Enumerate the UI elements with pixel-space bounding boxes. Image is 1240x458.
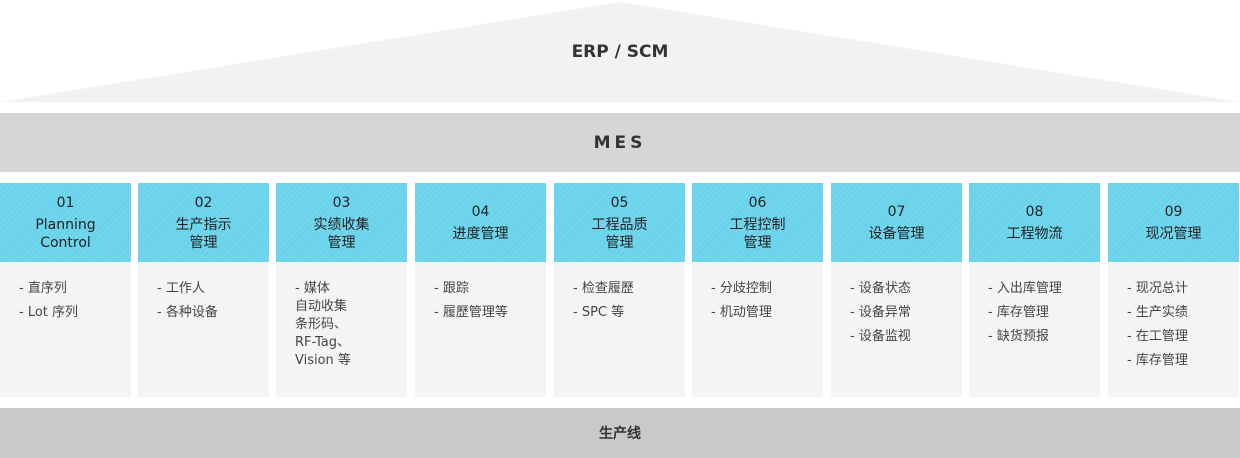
column-number: 02	[194, 194, 213, 211]
column-item-list: - 检查履歷 - SPC 等	[573, 277, 683, 325]
column-09: 09 现况管理 - 现况总计 - 生产实绩 - 在工管理 - 库存管理	[1108, 183, 1239, 397]
column-title: 进度管理	[452, 225, 509, 242]
list-item: - 检查履歷	[573, 281, 634, 296]
list-item: - 生产实绩	[1127, 305, 1188, 320]
column-number: 03	[332, 194, 351, 211]
column-header: 08 工程物流	[969, 183, 1100, 262]
column-07: 07 设备管理 - 设备状态 - 设备异常 - 设备监视	[831, 183, 962, 397]
column-02: 02 生产指示 管理 - 工作人 - 各种设备	[138, 183, 269, 397]
list-item: - SPC 等	[573, 305, 625, 320]
column-header: 05 工程品质 管理	[554, 183, 685, 262]
list-item: - 直序列	[19, 281, 67, 296]
column-item-list: - 跟踪 - 履歷管理等	[434, 277, 544, 325]
column-title: 现况管理	[1145, 225, 1202, 242]
list-item: - 跟踪	[434, 281, 469, 296]
column-item-list: - 直序列 - Lot 序列	[19, 277, 129, 325]
list-item: - Lot 序列	[19, 305, 79, 320]
list-item: - 机动管理	[711, 305, 772, 320]
mes-label: MES	[593, 132, 647, 153]
list-item: - 设备监视	[850, 329, 911, 344]
list-item: - 各种设备	[157, 305, 218, 320]
column-03: 03 实绩收集 管理 - 媒体 自动收集 条形码、 RF-Tag、 Vision…	[276, 183, 407, 397]
column-header: 01 Planning Control	[0, 183, 131, 262]
column-04: 04 进度管理 - 跟踪 - 履歷管理等	[415, 183, 546, 397]
list-item: - 分歧控制	[711, 281, 772, 296]
list-item: - 设备状态	[850, 281, 911, 296]
column-title: 工程品质 管理	[591, 216, 648, 251]
mes-bar: MES	[0, 113, 1240, 172]
list-item: - 入出库管理	[988, 281, 1062, 296]
list-item: - 媒体 自动收集 条形码、 RF-Tag、 Vision 等	[295, 281, 351, 368]
list-item: - 工作人	[157, 281, 205, 296]
column-title: 工程控制 管理	[729, 216, 786, 251]
column-number: 01	[56, 194, 75, 211]
column-item-list: - 设备状态 - 设备异常 - 设备监视	[850, 277, 960, 349]
column-05: 05 工程品质 管理 - 检查履歷 - SPC 等	[554, 183, 685, 397]
column-header: 06 工程控制 管理	[692, 183, 823, 262]
list-item: - 库存管理	[1127, 353, 1188, 368]
column-header: 02 生产指示 管理	[138, 183, 269, 262]
column-title: Planning Control	[35, 216, 96, 251]
function-columns: 01 Planning Control - 直序列 - Lot 序列 02 生产…	[0, 183, 1240, 397]
list-item: - 现况总计	[1127, 281, 1188, 296]
column-number: 07	[887, 203, 906, 220]
column-number: 06	[748, 194, 767, 211]
column-title: 实绩收集 管理	[313, 216, 370, 251]
column-item-list: - 入出库管理 - 库存管理 - 缺货预报	[988, 277, 1098, 349]
column-number: 04	[471, 203, 490, 220]
column-title: 生产指示 管理	[175, 216, 232, 251]
column-header: 04 进度管理	[415, 183, 546, 262]
list-item: - 在工管理	[1127, 329, 1188, 344]
column-01: 01 Planning Control - 直序列 - Lot 序列	[0, 183, 131, 397]
column-header: 07 设备管理	[831, 183, 962, 262]
column-item-list: - 分歧控制 - 机动管理	[711, 277, 821, 325]
column-number: 08	[1025, 203, 1044, 220]
production-line-label: 生产线	[599, 426, 641, 442]
column-item-list: - 工作人 - 各种设备	[157, 277, 267, 325]
column-title: 工程物流	[1006, 225, 1063, 242]
erp-scm-label: ERP / SCM	[571, 42, 669, 62]
column-08: 08 工程物流 - 入出库管理 - 库存管理 - 缺货预报	[969, 183, 1100, 397]
column-header: 03 实绩收集 管理	[276, 183, 407, 262]
column-header: 09 现况管理	[1108, 183, 1239, 262]
column-number: 05	[610, 194, 629, 211]
production-line-bar: 生产线	[0, 408, 1240, 458]
list-item: - 设备异常	[850, 305, 911, 320]
list-item: - 缺货预报	[988, 329, 1049, 344]
column-item-list: - 现况总计 - 生产实绩 - 在工管理 - 库存管理	[1127, 277, 1237, 373]
list-item: - 履歷管理等	[434, 305, 508, 320]
list-item: - 库存管理	[988, 305, 1049, 320]
column-06: 06 工程控制 管理 - 分歧控制 - 机动管理	[692, 183, 823, 397]
column-title: 设备管理	[868, 225, 925, 242]
roof-shape	[0, 2, 1240, 102]
column-item-list: - 媒体 自动收集 条形码、 RF-Tag、 Vision 等	[295, 277, 405, 370]
column-number: 09	[1164, 203, 1183, 220]
